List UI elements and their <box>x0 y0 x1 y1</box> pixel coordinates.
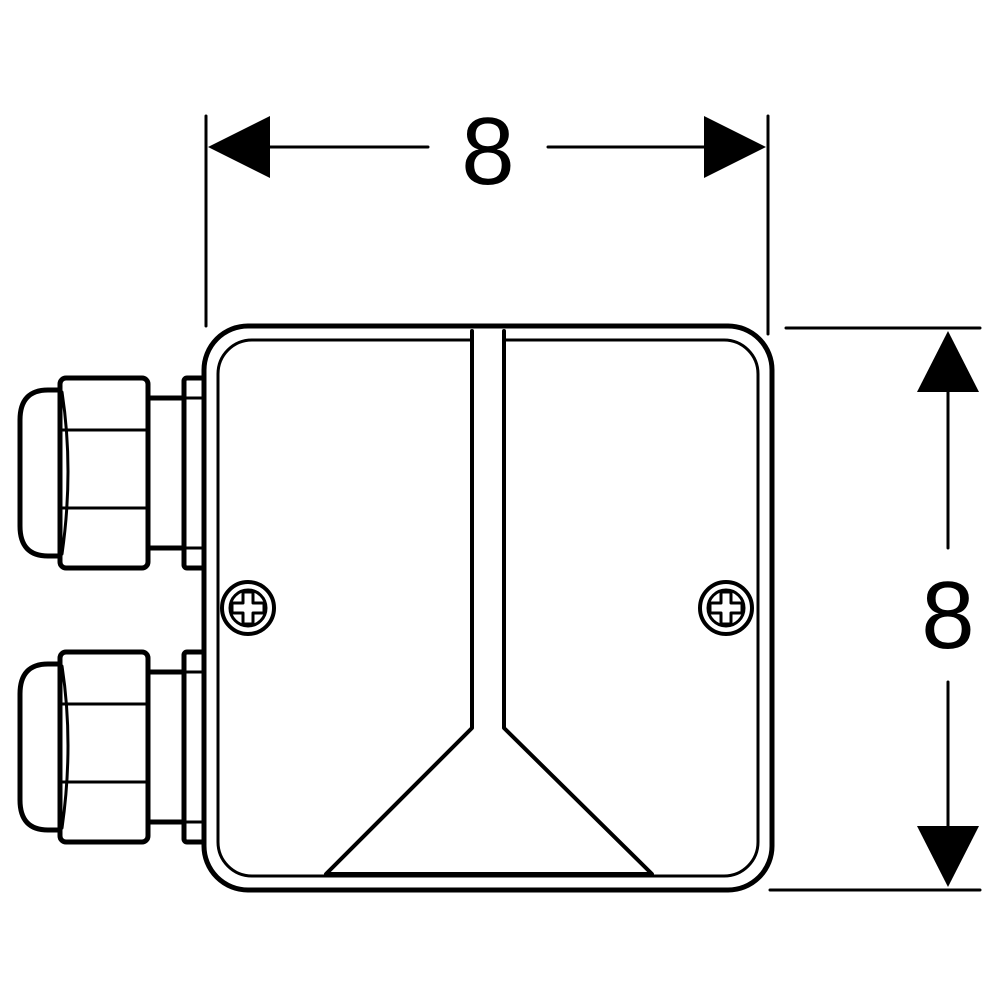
cable-channel <box>324 329 654 876</box>
width-dimension-label: 8 <box>461 98 514 205</box>
gland-bottom-dome <box>17 661 69 833</box>
screw-left-icon <box>220 580 276 636</box>
junction-box <box>201 323 775 893</box>
cable-gland-bottom <box>17 649 209 845</box>
height-dimension: 8 <box>768 326 982 892</box>
gland-bottom-hex-nut <box>57 649 151 845</box>
width-arrow-left-icon <box>208 116 270 178</box>
gland-top-dome <box>17 387 69 559</box>
screw-right-icon <box>698 580 754 636</box>
height-dimension-label: 8 <box>921 562 974 669</box>
height-arrow-bottom-icon <box>917 826 979 887</box>
width-arrow-right-icon <box>704 116 766 178</box>
gland-top-hex-nut <box>57 375 151 571</box>
cable-gland-top <box>17 375 209 571</box>
height-arrow-top-icon <box>917 331 979 392</box>
gland-top-neck <box>143 395 187 551</box>
width-dimension: 8 <box>204 98 770 336</box>
gland-bottom-neck <box>143 669 187 825</box>
